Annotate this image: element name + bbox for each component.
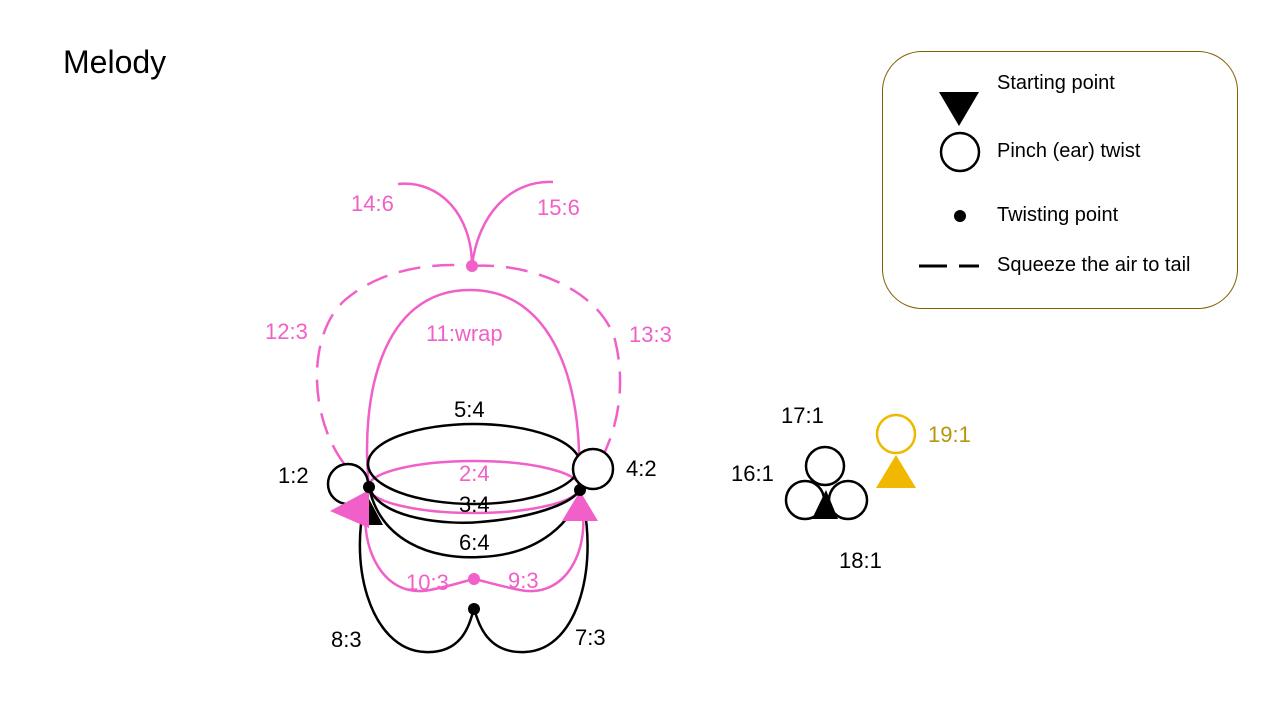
pinch-twist-icon: [939, 131, 981, 173]
twisting-point-top: [466, 260, 478, 272]
legend-starting-point: Starting point: [997, 72, 1115, 94]
balloon-segment-15: [470, 180, 554, 267]
label-16: 16:1: [731, 461, 774, 486]
start-triangle-gold: [876, 455, 916, 488]
pinch-twist-17: [804, 445, 846, 487]
legend-twisting-point: Twisting point: [997, 204, 1119, 226]
label-6: 6:4: [459, 530, 490, 555]
balloon-segment-8: [358, 486, 476, 654]
start-triangle-pink-right: [562, 491, 598, 521]
label-4: 4:2: [626, 456, 657, 481]
label-11: 11:wrap: [426, 321, 503, 346]
starting-point-icon: [939, 92, 979, 126]
label-12: 12:3: [265, 319, 308, 344]
legend-pinch-twist: Pinch (ear) twist: [997, 140, 1141, 162]
legend-icons: [919, 92, 981, 268]
balloon-segment-11: [365, 288, 581, 491]
twisting-point-bottom-pink: [468, 573, 480, 585]
label-17: 17:1: [781, 403, 824, 428]
label-7: 7:3: [575, 625, 606, 650]
label-14: 14:6: [351, 191, 394, 216]
label-15: 15:6: [537, 195, 580, 220]
label-3: 3:4: [459, 492, 490, 517]
start-triangle-black: [365, 497, 383, 525]
label-5: 5:4: [454, 397, 485, 422]
label-8: 8:3: [331, 627, 362, 652]
legend-squeeze: Squeeze the air to tail: [997, 254, 1191, 276]
pinch-twist-19: [875, 413, 917, 455]
label-19: 19:1: [928, 422, 971, 447]
twisting-point-bottom: [468, 603, 480, 615]
start-triangle-side: [812, 490, 838, 519]
balloon-segment-7: [472, 489, 589, 654]
page-title: Melody: [63, 44, 167, 80]
balloon-segment-9: [473, 489, 585, 593]
label-2: 2:4: [459, 461, 490, 486]
balloon-segment-14: [397, 182, 474, 267]
balloon-segment-12: [315, 263, 473, 489]
label-18: 18:1: [839, 548, 882, 573]
twisting-point-icon: [954, 210, 966, 222]
label-13: 13:3: [629, 322, 672, 347]
twisting-point-left: [363, 481, 375, 493]
label-1: 1:2: [278, 463, 309, 488]
label-9: 9:3: [508, 568, 539, 593]
legend: Starting point Pinch (ear) twist Twistin…: [882, 51, 1238, 309]
pinch-twist-4: [571, 447, 615, 491]
twisting-point-right: [574, 484, 586, 496]
start-triangle-pink-left: [330, 490, 369, 528]
balloon-segment-3: [367, 486, 582, 524]
label-10: 10:3: [406, 570, 449, 595]
